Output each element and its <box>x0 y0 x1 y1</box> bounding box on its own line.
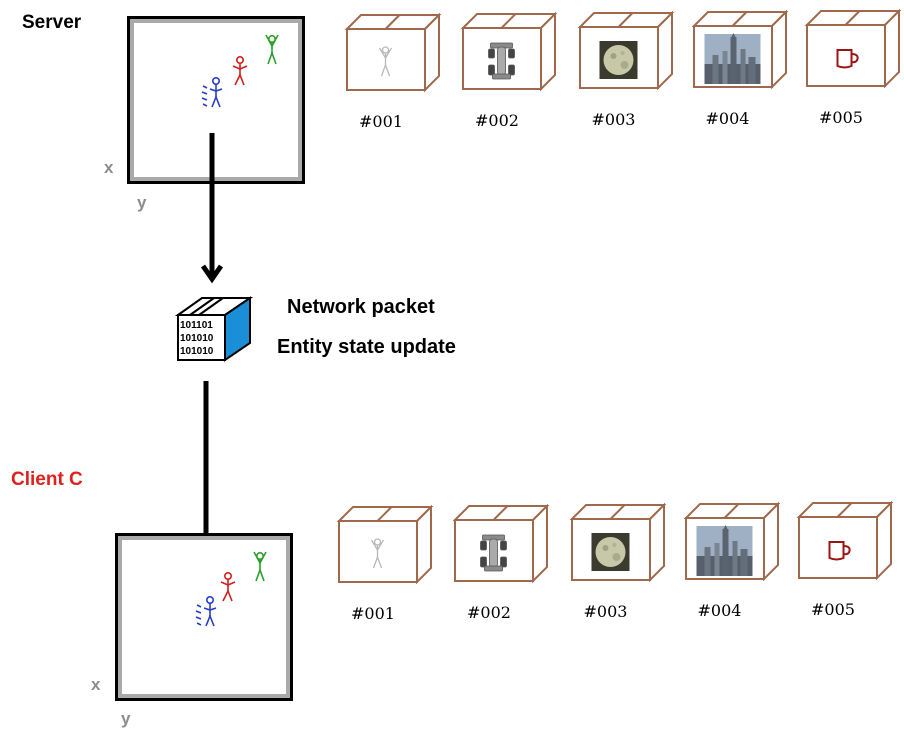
green-player-icon <box>253 551 267 582</box>
entity-crate <box>796 500 894 602</box>
entity-id-label: #004 <box>697 601 742 620</box>
race-car-icon <box>480 534 507 572</box>
entity-crate <box>683 501 781 603</box>
entity-crate <box>452 503 550 605</box>
entity-id-label: #003 <box>591 110 636 129</box>
entity-crate <box>336 504 434 606</box>
entity-id-label: #002 <box>475 111 519 130</box>
moon-photo-icon <box>599 41 637 79</box>
moon-photo-icon <box>591 533 629 571</box>
stick-figure-icon <box>378 46 393 77</box>
client-label: Client C <box>11 469 83 490</box>
entity-id-label: #001 <box>351 604 395 623</box>
server-axis-y: y <box>137 193 147 212</box>
entity-crate <box>691 9 789 111</box>
green-player-icon <box>265 34 279 65</box>
client-axis-y: y <box>121 709 131 728</box>
entity-id-label: #005 <box>819 108 863 127</box>
packet-subtitle: Entity state update <box>277 336 456 358</box>
entity-crate <box>569 502 667 604</box>
entity-crate <box>460 11 558 113</box>
entity-id-label: #004 <box>705 109 750 128</box>
server-axis-x: x <box>104 158 114 177</box>
entity-crate <box>804 8 902 110</box>
blue-player-icon <box>201 76 223 108</box>
server-world-view <box>127 16 305 184</box>
packet-bits-row: 101010 <box>180 333 214 344</box>
entity-id-label: #002 <box>467 603 511 622</box>
entity-id-label: #003 <box>583 602 628 621</box>
packet-bits-row: 101101 <box>180 320 213 331</box>
city-skyline-photo-icon <box>704 33 760 84</box>
red-player-icon <box>220 571 236 602</box>
entity-crate <box>577 10 675 112</box>
stick-figure-icon <box>370 538 385 569</box>
client-players <box>195 551 267 627</box>
coffee-mug-icon <box>828 541 851 561</box>
client-world-view <box>115 533 293 701</box>
coffee-mug-icon <box>836 49 859 69</box>
race-car-icon <box>488 42 515 80</box>
server-label: Server <box>22 12 82 33</box>
red-player-icon <box>232 55 248 86</box>
packet-bits: 101101 101010 101010 <box>180 319 213 358</box>
entity-id-label: #001 <box>359 112 403 131</box>
packet-title: Network packet <box>287 296 435 318</box>
entity-id-label: #005 <box>811 600 855 619</box>
down-arrow-server-to-packet <box>200 133 224 284</box>
blue-player-icon <box>195 595 217 627</box>
city-skyline-photo-icon <box>696 525 752 576</box>
packet-bits-row: 101010 <box>180 346 214 357</box>
client-axis-x: x <box>91 675 101 694</box>
entity-crate <box>344 12 442 114</box>
server-players <box>201 34 279 108</box>
